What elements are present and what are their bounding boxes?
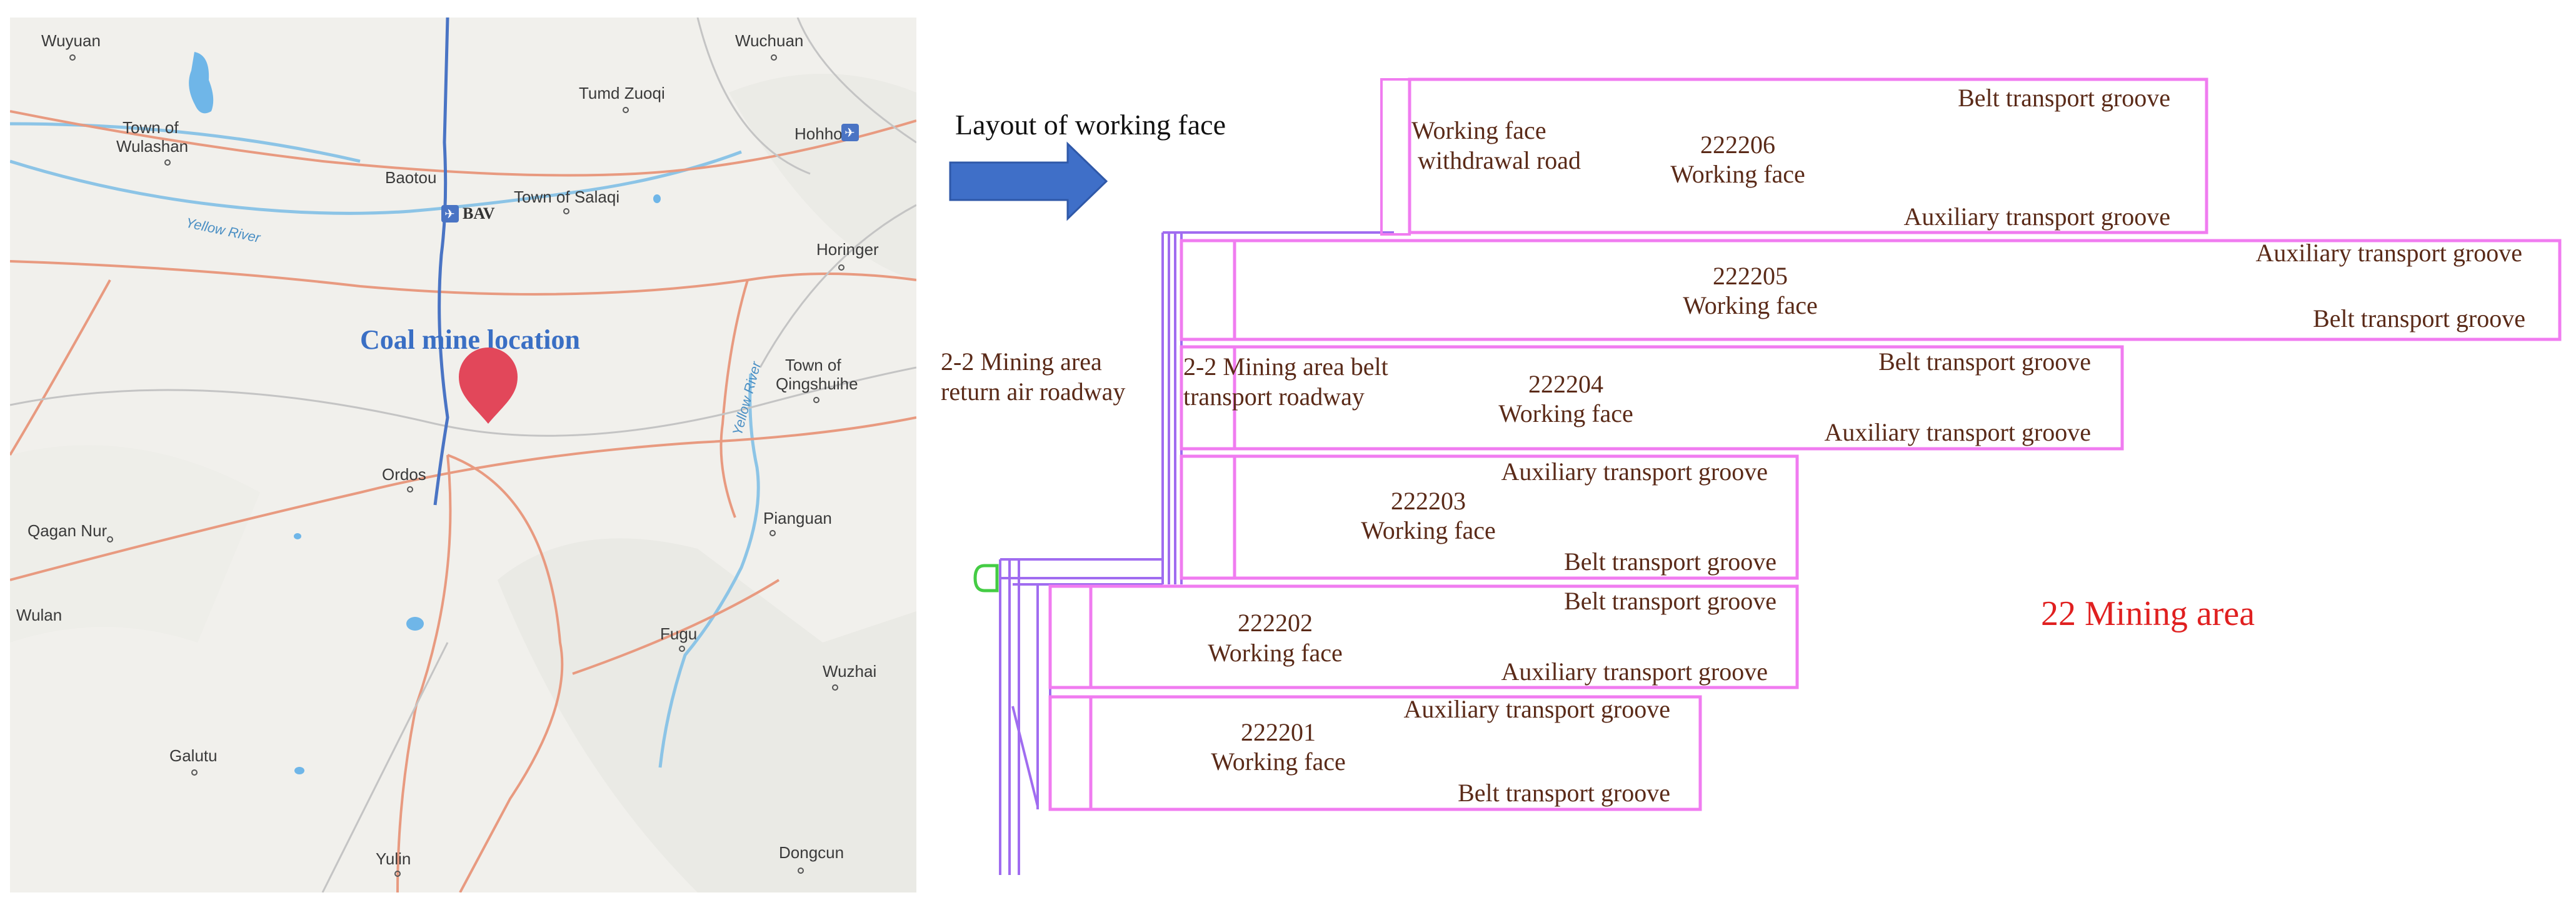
groove-label: Auxiliary transport groove bbox=[2255, 239, 2522, 267]
place-label: Pianguan bbox=[763, 509, 832, 528]
mining-roadways bbox=[999, 231, 1394, 875]
withdrawal-road bbox=[1380, 78, 1411, 236]
face-outline-222206 bbox=[1408, 78, 2208, 234]
secondary-roads bbox=[10, 18, 916, 892]
withdrawal-road-label: withdrawal road bbox=[1418, 146, 1581, 174]
groove-label: Auxiliary transport groove bbox=[1501, 458, 1768, 486]
right-arrow-icon bbox=[949, 141, 1108, 221]
face-id: 222205 bbox=[1713, 262, 1788, 290]
groove-label: Belt transport groove bbox=[1458, 779, 1670, 807]
face-name: Working face bbox=[1211, 748, 1346, 776]
return-air-roadway-label: 2-2 Mining area bbox=[941, 348, 1102, 376]
groove-label: Belt transport groove bbox=[1564, 587, 1777, 615]
face-name: Working face bbox=[1361, 516, 1496, 544]
working-faces bbox=[1048, 78, 2562, 811]
coal-mine-label: Coal mine location bbox=[360, 324, 580, 355]
place-label: Town of bbox=[785, 356, 841, 374]
face-id: 222204 bbox=[1528, 370, 1603, 398]
face-name: Working face bbox=[1683, 291, 1818, 319]
rivers bbox=[10, 122, 760, 768]
place-label: Wulashan bbox=[116, 137, 188, 156]
face-id: 222206 bbox=[1700, 131, 1775, 159]
face-outline-222203 bbox=[1180, 454, 1799, 580]
highway bbox=[433, 18, 449, 506]
place-label: Wulan bbox=[16, 606, 62, 624]
place-label: Galutu bbox=[169, 746, 218, 765]
place-label: Baotou bbox=[385, 168, 436, 187]
lake bbox=[294, 767, 304, 774]
face-id: 222203 bbox=[1391, 487, 1466, 515]
lake bbox=[294, 533, 301, 539]
groove-label: Auxiliary transport groove bbox=[1903, 202, 2170, 231]
place-label: Town of bbox=[123, 118, 179, 137]
lake bbox=[189, 52, 214, 114]
place-label: Wuyuan bbox=[41, 31, 101, 50]
face-outline-222204 bbox=[1180, 345, 2124, 451]
place-label: Tumd Zuoqi bbox=[579, 84, 665, 102]
terrain-shading bbox=[10, 74, 916, 892]
face-outline-222201 bbox=[1048, 695, 1702, 811]
green-stub bbox=[973, 564, 999, 592]
return-air-roadway-label: return air roadway bbox=[941, 378, 1125, 406]
belt-roadway-label: transport roadway bbox=[1183, 382, 1365, 411]
face-outline-222205 bbox=[1180, 239, 2562, 341]
face-id: 222201 bbox=[1241, 718, 1316, 746]
place-label: Yulin bbox=[376, 849, 411, 868]
place-label: Dongcun bbox=[779, 843, 844, 862]
groove-label: Belt transport groove bbox=[1878, 348, 2091, 376]
place-label: Qingshuihe bbox=[776, 374, 858, 393]
place-label: Wuchuan bbox=[735, 31, 803, 50]
arrow-title: Layout of working face bbox=[955, 109, 1226, 141]
face-name: Working face bbox=[1208, 639, 1343, 667]
location-pin-icon bbox=[459, 348, 518, 424]
face-outline-222202 bbox=[1048, 584, 1799, 689]
face-name: Working face bbox=[1498, 399, 1633, 428]
lake bbox=[653, 194, 661, 203]
face-name: Working face bbox=[1670, 160, 1805, 188]
groove-label: Belt transport groove bbox=[1958, 84, 2170, 112]
withdrawal-road-label: Working face bbox=[1411, 116, 1546, 144]
mining-area-label: 22 Mining area bbox=[2041, 594, 2255, 633]
place-label: Hohhot bbox=[794, 124, 848, 143]
place-label: Horinger bbox=[816, 240, 879, 259]
groove-label: Auxiliary transport groove bbox=[1501, 658, 1768, 686]
place-label: Qagan Nur bbox=[28, 521, 108, 540]
place-label: Ordos bbox=[382, 465, 426, 484]
place-label: Town of Salaqi bbox=[514, 188, 619, 206]
place-label: Wuzhai bbox=[823, 662, 876, 681]
belt-roadway-label: 2-2 Mining area belt bbox=[1183, 352, 1388, 381]
svg-text:✈: ✈ bbox=[844, 126, 855, 140]
groove-label: Auxiliary transport groove bbox=[1824, 418, 2091, 446]
groove-label: Belt transport groove bbox=[2313, 304, 2525, 332]
groove-label: Belt transport groove bbox=[1564, 548, 1777, 576]
face-id: 222202 bbox=[1238, 609, 1313, 637]
location-map: Wuyuan Wuchuan Tumd Zuoqi Town of Wulash… bbox=[10, 18, 916, 892]
lake bbox=[406, 617, 424, 631]
airport-code: BAV bbox=[463, 204, 495, 222]
svg-text:✈: ✈ bbox=[444, 208, 455, 221]
groove-label: Auxiliary transport groove bbox=[1403, 695, 1670, 723]
place-label: Fugu bbox=[660, 624, 697, 643]
